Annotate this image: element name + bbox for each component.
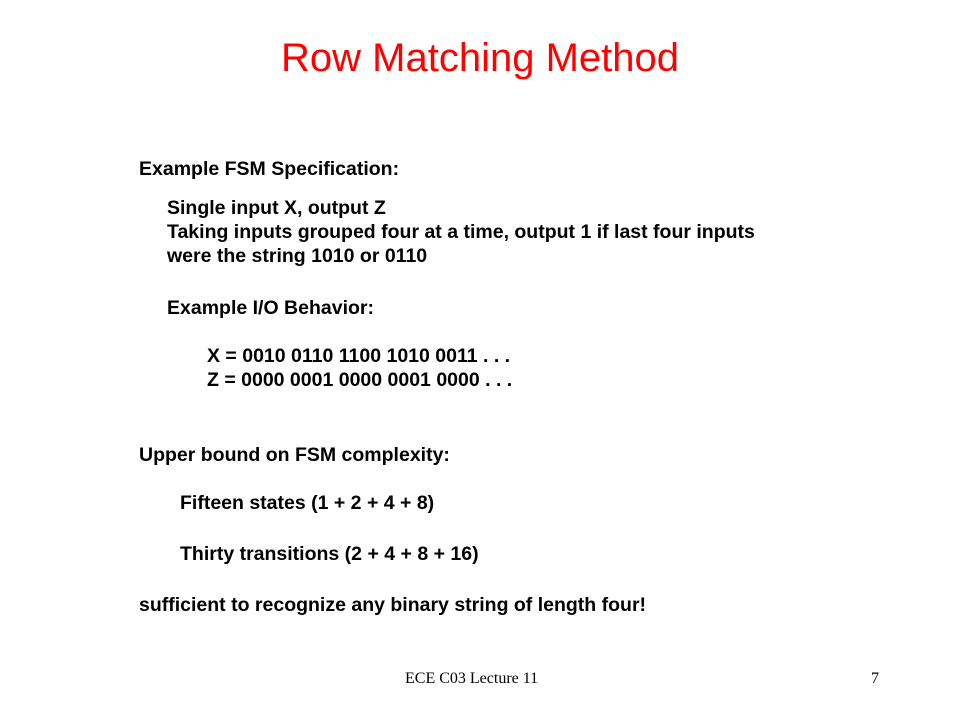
bound-transitions: Thirty transitions (2 + 4 + 8 + 16) — [180, 543, 479, 565]
io-line-z: Z = 0000 0001 0000 0001 0000 . . . — [207, 369, 513, 391]
conclusion-text: sufficient to recognize any binary strin… — [139, 594, 647, 616]
spec-line-2: Taking inputs grouped four at a time, ou… — [167, 221, 755, 243]
io-heading: Example I/O Behavior: — [167, 297, 374, 319]
spec-line-3: were the string 1010 or 0110 — [167, 245, 428, 267]
spec-heading: Example FSM Specification: — [139, 158, 400, 180]
page-number: 7 — [871, 670, 879, 687]
io-line-x: X = 0010 0110 1100 1010 0011 . . . — [207, 345, 511, 367]
bound-heading: Upper bound on FSM complexity: — [139, 444, 450, 466]
bound-states: Fifteen states (1 + 2 + 4 + 8) — [180, 492, 435, 514]
footer-course: ECE C03 Lecture 11 — [405, 670, 539, 687]
spec-line-1: Single input X, output Z — [167, 197, 386, 219]
slide-title: Row Matching Method — [281, 36, 679, 80]
